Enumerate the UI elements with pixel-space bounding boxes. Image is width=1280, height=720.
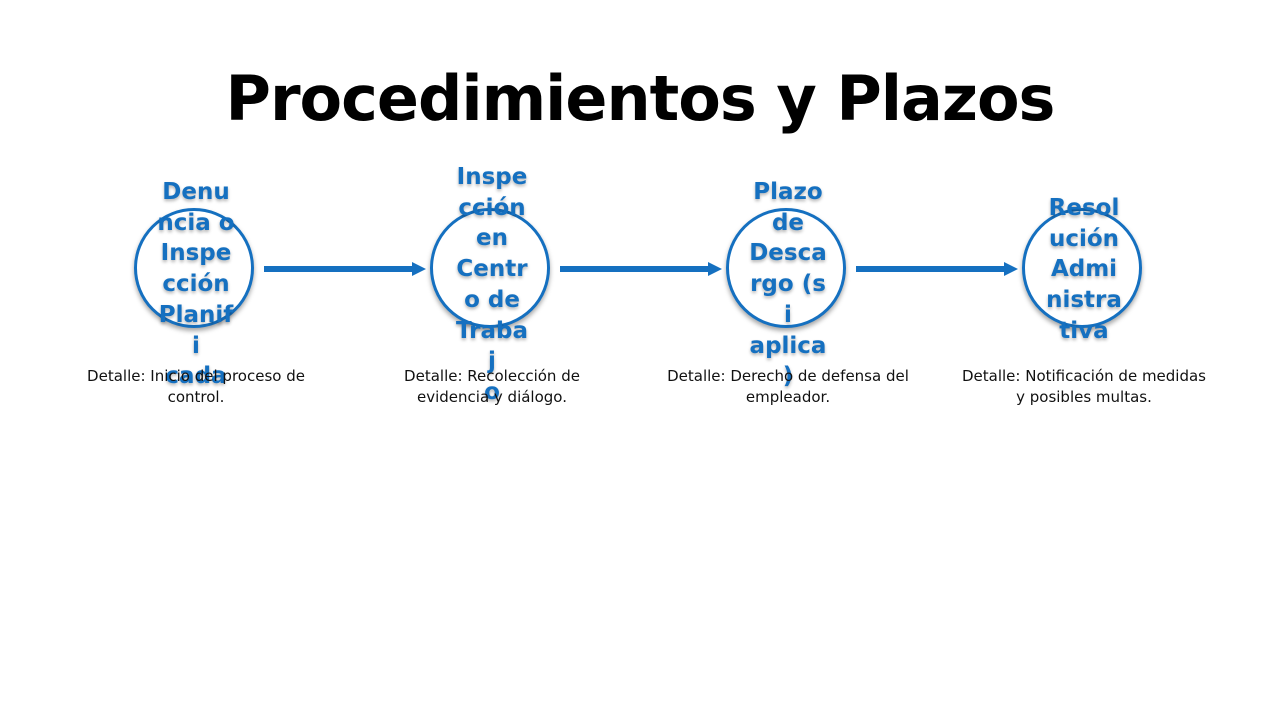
step-4-circle <box>1022 208 1142 328</box>
step-4-label: Resol ución Admi nistra tiva <box>1045 193 1123 347</box>
step-3-label-line: ) <box>782 363 794 390</box>
page-title: Procedimientos y Plazos <box>225 62 1056 135</box>
step-1-label-line: Inspe <box>160 240 232 267</box>
step-3-circle <box>726 208 846 328</box>
step-1-label-line: ncia o <box>157 209 235 236</box>
step-4-label-line: Admi <box>1050 256 1118 283</box>
step-4-detail: Detalle: Notificación de medidas y posib… <box>961 367 1206 406</box>
step-4-label-line: ución <box>1048 225 1120 252</box>
step-2-label-line: Trabaj <box>455 317 528 375</box>
step-1-label-line: Denu <box>162 179 230 205</box>
step-4-label-line: tiva <box>1059 317 1109 344</box>
step-2-label-line: cción <box>458 194 526 221</box>
step-2-label-line: Centr <box>456 256 528 283</box>
step-1-label: Denu ncia o Inspe cción Planifi cada <box>157 177 235 392</box>
step-3-label: Plazo de Desca rgo (si aplica ) <box>749 177 827 392</box>
step-2-label-line: en <box>476 225 508 252</box>
step-1-detail: Detalle: Inicio del proceso de control. <box>87 367 305 406</box>
step-2-label-line: o de <box>464 286 520 313</box>
step-4-label-line: Resol <box>1048 195 1120 221</box>
step-4-label-line: nistra <box>1046 287 1122 314</box>
step-3-label-line: rgo (si <box>750 271 826 328</box>
step-3-label-line: de <box>771 209 805 236</box>
step-2-label-line: Inspe <box>456 164 528 190</box>
arrow-3-icon <box>856 262 1018 276</box>
step-1-label-line: cción <box>162 271 230 298</box>
step-2-circle <box>430 208 550 328</box>
step-3-detail: Detalle: Derecho de defensa del empleado… <box>667 367 909 406</box>
step-1-circle <box>134 208 254 328</box>
step-2-label: Inspe cción en Centr o de Trabaj o <box>453 162 531 408</box>
arrow-2-icon <box>560 262 722 276</box>
step-3-label-line: aplica <box>749 332 827 359</box>
step-2-label-line: o <box>484 378 500 405</box>
step-1-label-line: Planifi <box>158 301 234 359</box>
step-3-label-line: Plazo <box>753 179 823 205</box>
step-2-detail: Detalle: Recolección de evidencia y diál… <box>404 367 580 406</box>
step-3-label-line: Desca <box>749 240 827 267</box>
step-1-label-line: cada <box>165 363 227 390</box>
arrow-1-icon <box>264 262 426 276</box>
